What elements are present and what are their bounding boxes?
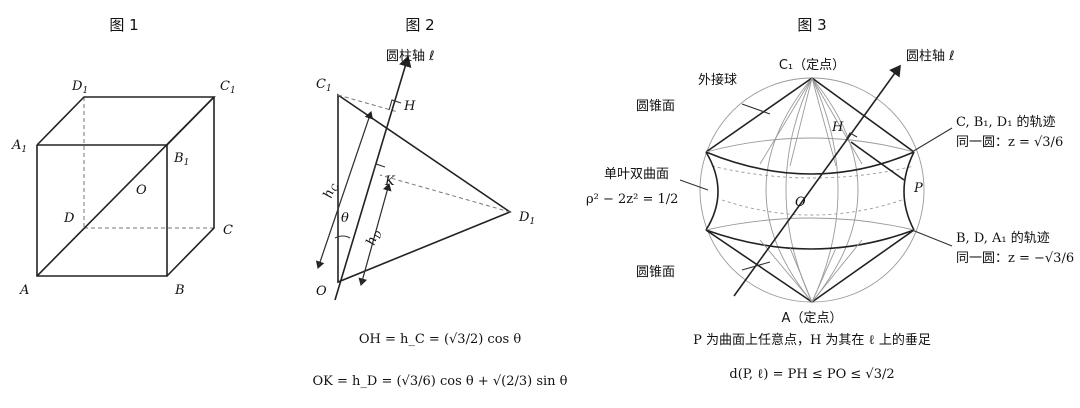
bottom-cone-edges xyxy=(705,229,915,303)
lower-rim-front xyxy=(705,229,915,250)
figure-3-hyperboloid: 图 3 C₁（定点） 圆 xyxy=(586,16,1074,382)
label-O: O xyxy=(316,284,327,299)
formula-OK: OK = h_D = (√3/6) cos θ + √(2/3) sin θ xyxy=(313,374,568,389)
upper-circle-label-1: C, B₁, D₁ 的轨迹 xyxy=(956,114,1056,130)
fig1-title: 图 1 xyxy=(109,16,138,34)
cone-top-label: 圆锥面 xyxy=(636,99,675,114)
label-O: O xyxy=(136,183,147,198)
meridian-4 xyxy=(811,77,859,303)
caption-2: d(P, ℓ) = PH ≤ PO ≤ √3/2 xyxy=(729,367,894,382)
pointer-lower-circle xyxy=(911,229,953,247)
circumscribed-sphere xyxy=(699,77,925,303)
equator-ellipse xyxy=(721,199,903,216)
pointer-cone-bottom xyxy=(741,261,771,271)
label-theta: θ xyxy=(341,211,349,226)
sphere-label: 外接球 xyxy=(698,72,737,88)
label-K: K xyxy=(384,174,396,189)
lower-circle-label-1: B, D, A₁ 的轨迹 xyxy=(956,230,1050,246)
label-C1-fixed: C₁（定点） xyxy=(779,58,845,73)
top-cone-rulings xyxy=(759,77,863,167)
label-hC: hC xyxy=(321,181,342,201)
pointer-cone-top xyxy=(741,103,771,115)
label-B1: B1 xyxy=(173,151,189,168)
top-cone-edges xyxy=(705,77,915,153)
pointer-upper-circle xyxy=(911,127,953,153)
cube-right-face xyxy=(166,97,215,277)
cone-bottom-label: 圆锥面 xyxy=(636,265,675,280)
pointer-hyperboloid xyxy=(679,179,709,191)
figure-2-projection: 图 2 圆柱轴 ℓ C1 H K D1 O θ hC hD OH = h_C =… xyxy=(313,16,568,389)
segment-PH xyxy=(850,141,905,181)
right-angle-H xyxy=(388,99,402,111)
formula-OH: OH = h_C = (√3/2) cos θ xyxy=(359,332,522,347)
label-A1: A1 xyxy=(11,138,27,155)
space-diagonal-AC1 xyxy=(36,96,215,277)
label-H: H xyxy=(403,99,416,114)
label-P: P xyxy=(913,181,923,196)
label-D: D xyxy=(63,211,75,226)
hyperboloid-label: 单叶双曲面 xyxy=(604,167,669,182)
figure-1-cube: 图 1 D1 C1 A1 B1 O D C A B xyxy=(11,16,236,298)
upper-rim-front xyxy=(705,151,915,175)
hyperboloid-eq: ρ² − 2z² = 1/2 xyxy=(586,192,678,207)
bottom-cone-rulings xyxy=(759,239,863,303)
inner-ring xyxy=(711,165,915,179)
right-angle-K xyxy=(372,163,386,174)
label-C1: C1 xyxy=(316,77,332,94)
hyperboloid-left xyxy=(705,151,719,231)
cylinder-axis-3 xyxy=(733,64,901,297)
measure-hC-back xyxy=(317,110,374,269)
fig3-axis-label: 圆柱轴 ℓ xyxy=(906,49,955,64)
label-C: C xyxy=(223,223,233,238)
perp-C1-H xyxy=(337,94,399,113)
label-D1: D1 xyxy=(518,210,535,227)
measure-hD-back xyxy=(360,182,392,286)
meridian-1 xyxy=(785,77,813,303)
lower-rim-back xyxy=(705,217,915,231)
fig2-axis-label: 圆柱轴 ℓ xyxy=(386,49,435,64)
label-B: B xyxy=(174,283,185,298)
label-A-fixed: A（定点） xyxy=(782,311,843,326)
label-O3: O xyxy=(795,195,806,210)
theta-arc xyxy=(334,235,351,239)
cube-top-face xyxy=(36,96,216,146)
label-D1: D1 xyxy=(71,79,88,96)
hyperboloid-right xyxy=(903,151,915,231)
triangle-C1-D1-O xyxy=(337,93,512,284)
perp-D1-K xyxy=(379,174,511,213)
cylinder-axis xyxy=(334,55,412,301)
lower-circle-label-2: 同一圆：z = −√3/6 xyxy=(956,251,1074,266)
upper-circle-label-2: 同一圆：z = √3/6 xyxy=(956,135,1063,150)
label-hD: hD xyxy=(364,228,385,248)
meridian-3 xyxy=(765,77,813,303)
upper-rim-back xyxy=(705,137,915,153)
fig2-title: 图 2 xyxy=(405,16,434,34)
label-H3: H xyxy=(831,120,844,135)
label-A: A xyxy=(19,283,29,298)
fig3-title: 图 3 xyxy=(797,16,826,34)
meridian-2 xyxy=(811,77,839,303)
label-C1: C1 xyxy=(220,79,236,96)
right-angle-H3 xyxy=(845,132,858,141)
caption-1: P 为曲面上任意点，H 为其在 ℓ 上的垂足 xyxy=(693,332,931,348)
